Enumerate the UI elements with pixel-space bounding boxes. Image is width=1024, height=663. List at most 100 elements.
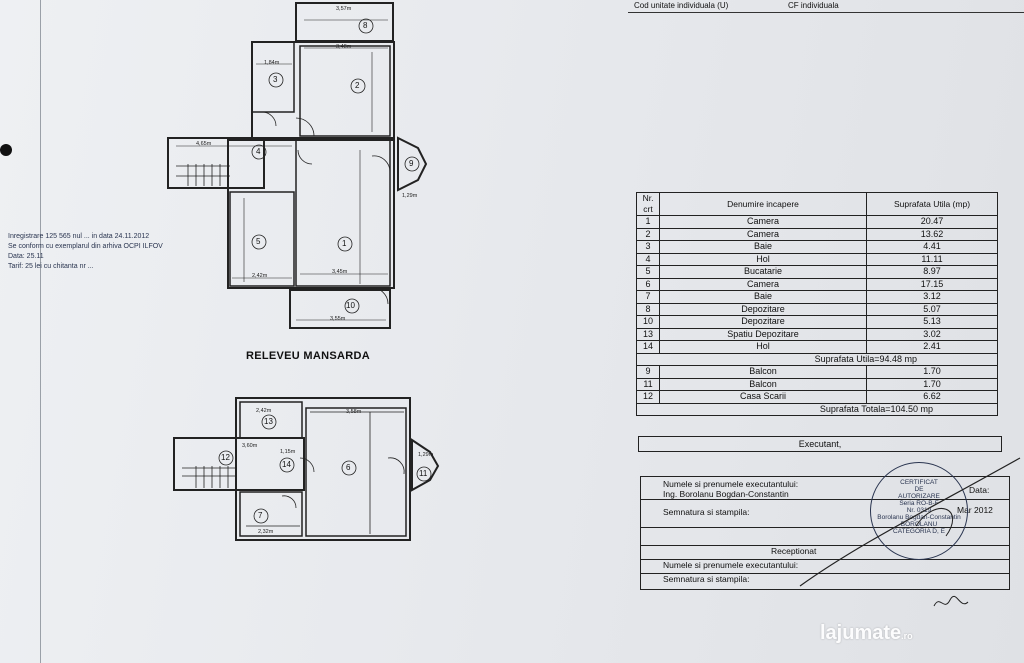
room-number: 8: [363, 21, 368, 30]
total-row: Suprafata Totala=104.50 mp: [636, 402, 998, 416]
cell-suprafata: 3.02: [866, 327, 998, 341]
executant-heading: Executant,: [638, 436, 1002, 452]
executant-name-row: Numele si prenumele executantului: Ing. …: [641, 477, 1009, 515]
date-value: Mar 2012: [957, 505, 993, 515]
dim-label: 1,84m: [264, 60, 280, 66]
punch-hole: [0, 144, 12, 156]
cell-denumire: Bucatarie: [659, 265, 867, 279]
dim-label: 3,48m: [336, 44, 352, 50]
room-7-walls: [239, 491, 303, 537]
lajumate-watermark: lajumate.ro: [820, 622, 913, 645]
stamp-line: Tarif: 25 lei cu chitanta nr ...: [8, 263, 94, 270]
executant-sign-label: Semnatura si stampila:: [663, 507, 750, 517]
top-header-bar: Cod unitate individuala (U) CF individua…: [628, 0, 1024, 13]
watermark-tld: .ro: [901, 631, 913, 641]
margin-line: [40, 0, 41, 663]
cell-nr: 12: [636, 390, 660, 404]
rooms-1-5-walls: [227, 139, 395, 289]
cell-nr: 9: [636, 365, 660, 379]
room-number: 12: [221, 453, 230, 462]
room-number: 14: [282, 460, 291, 469]
total-cell: Suprafata Totala=104.50 mp: [636, 402, 998, 416]
receptionat-name-row: Numele si prenumele executantului:: [641, 559, 1009, 574]
cell-suprafata: 6.62: [866, 390, 998, 404]
signature-block: Numele si prenumele executantului: Ing. …: [640, 476, 1010, 590]
signature-scribble: [933, 595, 969, 607]
ocpi-stamp: Inregistrare 125 565 nul ... in data 24.…: [8, 232, 178, 324]
dim-label: 3,60m: [242, 443, 258, 449]
cell-denumire: Depozitare: [659, 315, 867, 329]
header-suprafata: Suprafata Utila (mp): [866, 192, 998, 216]
cell-nr: 14: [636, 340, 660, 354]
receptionat-sign-label: Semnatura si stampila:: [663, 574, 750, 584]
rooms-surface-table: Nr. crt Denumire incapere Suprafata Util…: [636, 192, 998, 416]
lower-outer-walls: [235, 397, 411, 541]
cell-denumire: Baie: [659, 240, 867, 254]
rooms-2-3-walls: [251, 41, 395, 139]
dim-label: 2,42m: [256, 408, 272, 414]
cell-suprafata: 1.70: [866, 365, 998, 379]
cell-denumire: Baie: [659, 290, 867, 304]
cell-nr: 10: [636, 315, 660, 329]
room-number: 11: [419, 469, 428, 478]
cell-nr: 13: [636, 327, 660, 341]
round-certificate-stamp: CERTIFICAT DE AUTORIZARE Seria RO-B-F Nr…: [870, 462, 968, 560]
dim-label: 1,29m: [418, 452, 434, 458]
stamp-round-line: Borolanu Bogdan-Constantin: [877, 514, 961, 521]
cell-nr: 5: [636, 265, 660, 279]
cell-denumire: Camera: [659, 277, 867, 291]
cell-nr: 2: [636, 227, 660, 241]
room-number: 5: [256, 237, 261, 246]
room-number: 13: [264, 417, 273, 426]
receptionat-heading: Receptionat: [771, 546, 817, 556]
room-number: 4: [256, 147, 261, 156]
room-4-walls: [167, 137, 265, 189]
cell-suprafata: 1.70: [866, 377, 998, 391]
cell-suprafata: 5.07: [866, 302, 998, 316]
table-header-row: Nr. crt Denumire incapere Suprafata Util…: [636, 192, 998, 216]
room-2-walls: [299, 45, 391, 137]
room-number: 9: [409, 159, 414, 168]
cell-denumire: Camera: [659, 227, 867, 241]
cell-nr: 6: [636, 277, 660, 291]
cell-suprafata: 2.41: [866, 340, 998, 354]
stamp-line: Inregistrare 125 565 nul ... in data 24.…: [8, 233, 150, 240]
room-3-walls: [251, 41, 295, 113]
cell-denumire: Camera: [659, 215, 867, 229]
dim-label: 1,29m: [402, 193, 418, 199]
cf-label: CF individuala: [788, 1, 839, 10]
cell-denumire: Casa Scarii: [659, 390, 867, 404]
dim-label: 2,42m: [252, 273, 268, 279]
receptionat-sign-row: Semnatura si stampila:: [641, 573, 1009, 587]
stamp-line: Data: 25.11: [8, 253, 44, 260]
cell-nr: 3: [636, 240, 660, 254]
stamp-round-line: AUTORIZARE: [898, 493, 940, 500]
dim-label: 2,32m: [258, 529, 274, 535]
dim-label: 3,45m: [332, 269, 348, 275]
stamp-round-line: Nr. 0319: [906, 507, 932, 514]
cell-denumire: Balcon: [659, 365, 867, 379]
cell-nr: 8: [636, 302, 660, 316]
dim-label: 1,15m: [280, 449, 296, 455]
room-number: 1: [342, 239, 347, 248]
cell-nr: 4: [636, 252, 660, 266]
room-number: 6: [346, 463, 351, 472]
dim-label: 3,58m: [346, 409, 362, 415]
room-number: 2: [355, 81, 360, 90]
cell-suprafata: 13.62: [866, 227, 998, 241]
cell-suprafata: 4.41: [866, 240, 998, 254]
cell-nr: 7: [636, 290, 660, 304]
header-denumire: Denumire incapere: [659, 192, 867, 216]
cell-suprafata: 8.97: [866, 265, 998, 279]
executant-sign-row: Semnatura si stampila:: [641, 499, 1009, 528]
